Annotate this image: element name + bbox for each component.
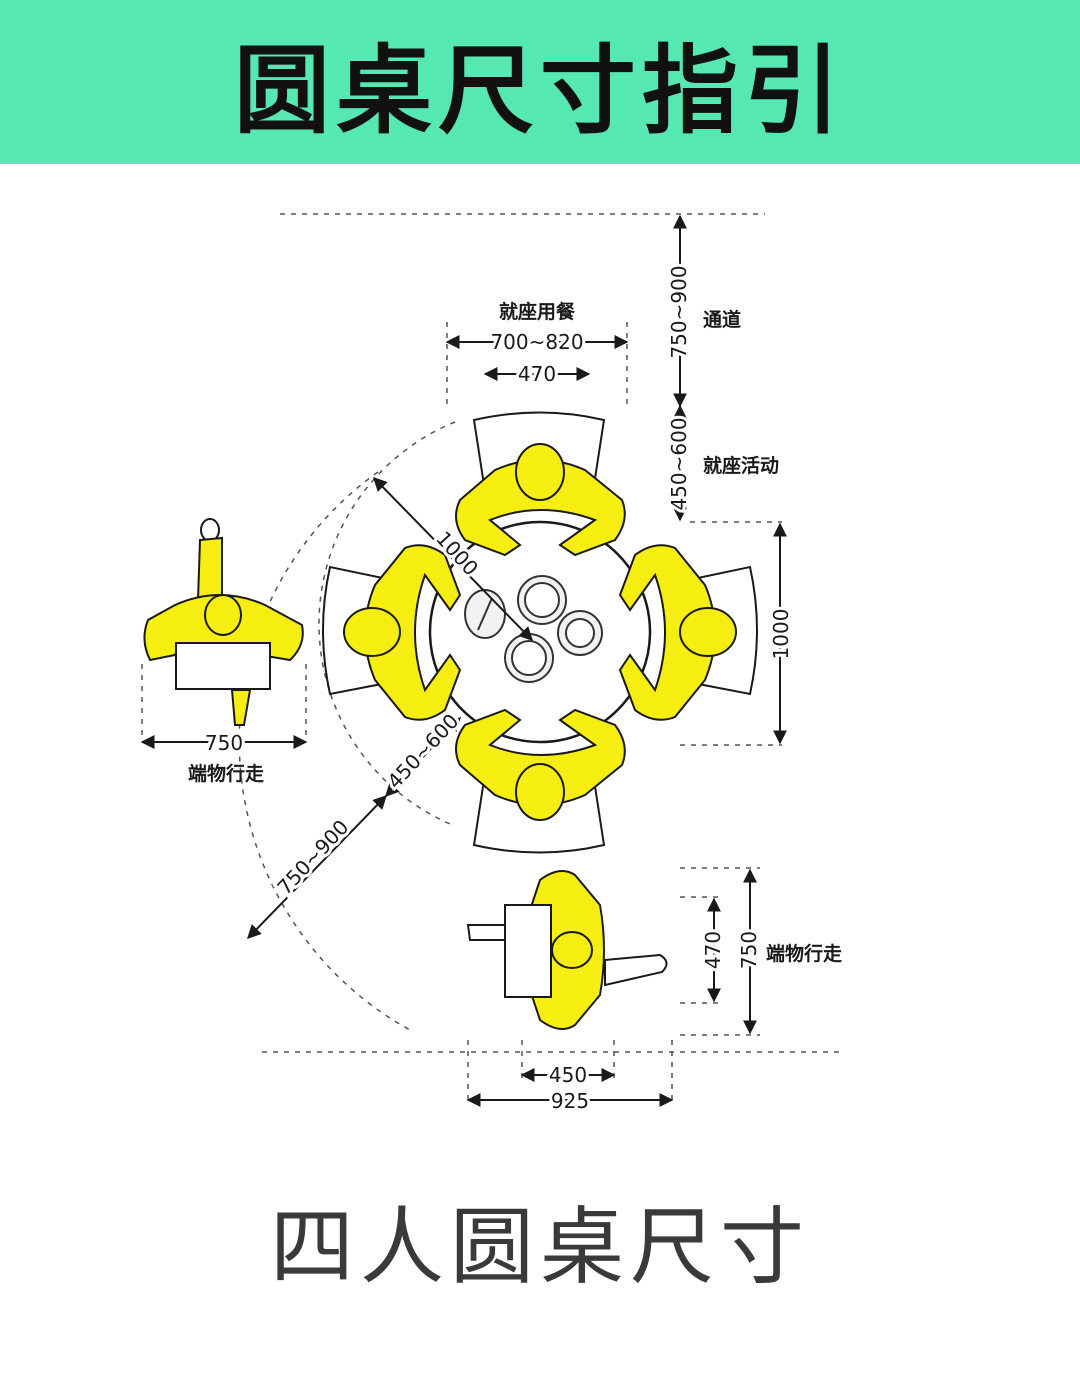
head-top: [515, 443, 565, 501]
tray-right: [504, 904, 552, 998]
dim-dining-width: 700~820: [490, 330, 583, 354]
page-title: 圆桌尺寸指引: [234, 34, 846, 147]
dim-chair-width: 470: [518, 362, 556, 386]
dimension-lines: [140, 214, 787, 1107]
label-passage: 通道: [703, 308, 741, 331]
round-table-diagram: 就座用餐 700~820 470 750~900 450~600 通道 就座活动…: [140, 213, 842, 1116]
dim-bottom-inner-450: 450: [549, 1063, 587, 1087]
head-bottom: [515, 763, 565, 821]
dim-seat-activity-depth: 450~600: [667, 417, 691, 510]
dim-walk-inner-470: 470: [701, 931, 725, 969]
dim-diag-passage: 750~900: [272, 815, 353, 899]
dim-bottom-outer-925: 925: [551, 1089, 589, 1113]
header-banner: 圆桌尺寸指引: [0, 0, 1080, 164]
walking-figure-left: [143, 518, 304, 726]
label-dining: 就座用餐: [499, 300, 576, 323]
label-carry-walk-right: 端物行走: [766, 942, 842, 965]
label-seat-activity: 就座活动: [703, 454, 779, 477]
head-right: [679, 607, 737, 657]
tray-left: [175, 642, 271, 690]
head-left: [343, 607, 401, 657]
dim-walk-width-left: 750: [205, 731, 243, 755]
dim-walk-outer-750: 750: [737, 931, 761, 969]
walking-figure-right: [466, 870, 668, 1030]
dim-diag-seat-activity: 450~600: [382, 709, 463, 793]
dim-table-diameter-right: 1000: [769, 609, 793, 660]
label-carry-walk-left: 端物行走: [188, 762, 264, 785]
figure-bottom: [455, 708, 626, 806]
diagram-caption: 四人圆桌尺寸: [269, 1198, 810, 1296]
dim-passage-depth: 750~900: [667, 265, 691, 358]
